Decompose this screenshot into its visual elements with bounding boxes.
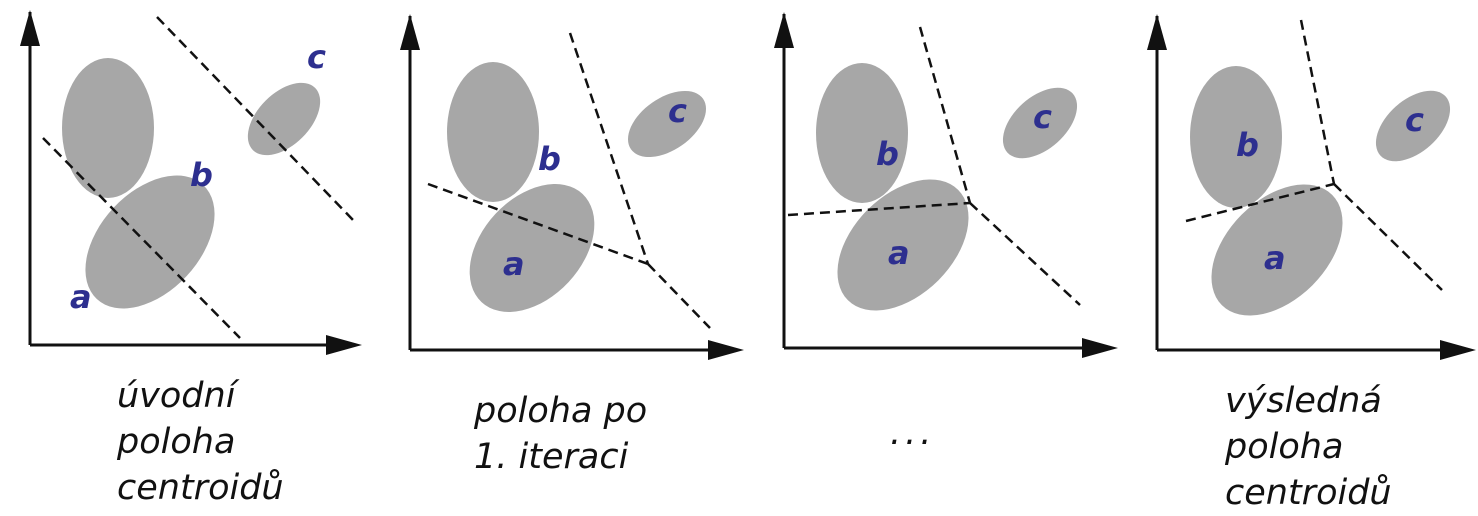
panel-initial: a b c: [20, 10, 362, 355]
boundary-line: [568, 32, 650, 265]
caption-line: 1. iteraci: [474, 437, 629, 477]
cluster-label-a: a: [888, 234, 910, 272]
cluster-b: [447, 62, 539, 202]
boundary-line: [1299, 19, 1336, 185]
cluster-b: [1190, 66, 1282, 208]
x-axis-arrowhead: [1440, 340, 1476, 360]
caption-final: výsledná poloha centroidů: [1225, 378, 1392, 516]
boundary-line: [969, 202, 1081, 306]
caption-line: úvodní: [117, 376, 236, 416]
caption-line: výsledná: [1225, 381, 1382, 421]
caption-line: poloha: [1225, 427, 1344, 467]
y-axis-arrowhead: [1147, 14, 1167, 50]
cluster-label-a: a: [70, 278, 92, 316]
boundary-line: [918, 26, 972, 204]
cluster-c: [1002, 87, 1078, 159]
cluster-a: [469, 184, 595, 312]
axes: [774, 12, 1118, 358]
caption-first-iteration: poloha po 1. iteraci: [474, 388, 647, 480]
boundaries: [787, 26, 1081, 306]
cluster-c: [627, 90, 707, 158]
axes: [1147, 14, 1476, 360]
boundary-line: [1333, 183, 1443, 291]
caption-intermediate: ...: [890, 410, 935, 456]
panel-first-iteration: a b c: [400, 14, 744, 360]
panel-final: a b c: [1147, 14, 1476, 360]
y-axis-arrowhead: [774, 12, 794, 48]
axes: [400, 14, 744, 360]
cluster-a: [1211, 184, 1343, 316]
cluster-b: [816, 63, 908, 203]
cluster-label-b: b: [190, 156, 213, 194]
boundary-line: [427, 182, 649, 266]
x-axis-arrowhead: [708, 340, 744, 360]
cluster-c: [247, 82, 321, 156]
caption-line: centroidů: [1225, 473, 1392, 513]
caption-line: poloha po: [474, 391, 648, 431]
cluster-c: [1375, 90, 1451, 162]
caption-line: poloha: [117, 422, 236, 462]
cluster-label-c: c: [668, 92, 687, 130]
boundary-line: [647, 263, 711, 329]
cluster-label-c: c: [1033, 98, 1052, 136]
cluster-label-a: a: [1264, 239, 1286, 277]
cluster-label-b: b: [1236, 126, 1259, 164]
caption-initial: úvodní poloha centroidů: [117, 373, 284, 511]
boundaries: [1185, 19, 1443, 291]
x-axis-arrowhead: [1082, 338, 1118, 358]
x-axis-arrowhead: [326, 335, 362, 355]
cluster-label-c: c: [307, 38, 326, 76]
cluster-label-a: a: [503, 245, 525, 283]
cluster-a: [837, 179, 969, 311]
cluster-a: [85, 175, 215, 309]
boundary-line: [787, 201, 971, 217]
y-axis-arrowhead: [400, 14, 420, 50]
boundaries: [427, 32, 711, 329]
axes: [20, 10, 362, 355]
caption-line: centroidů: [117, 468, 284, 508]
panel-intermediate: a b c: [774, 12, 1118, 358]
cluster-label-c: c: [1405, 101, 1424, 139]
boundary-line: [42, 137, 241, 339]
boundary-line: [1185, 182, 1335, 223]
cluster-label-b: b: [876, 135, 899, 173]
cluster-b: [62, 58, 154, 198]
cluster-label-b: b: [538, 140, 561, 178]
y-axis-arrowhead: [20, 10, 40, 46]
boundaries: [42, 16, 355, 339]
caption-line: ...: [890, 413, 936, 453]
